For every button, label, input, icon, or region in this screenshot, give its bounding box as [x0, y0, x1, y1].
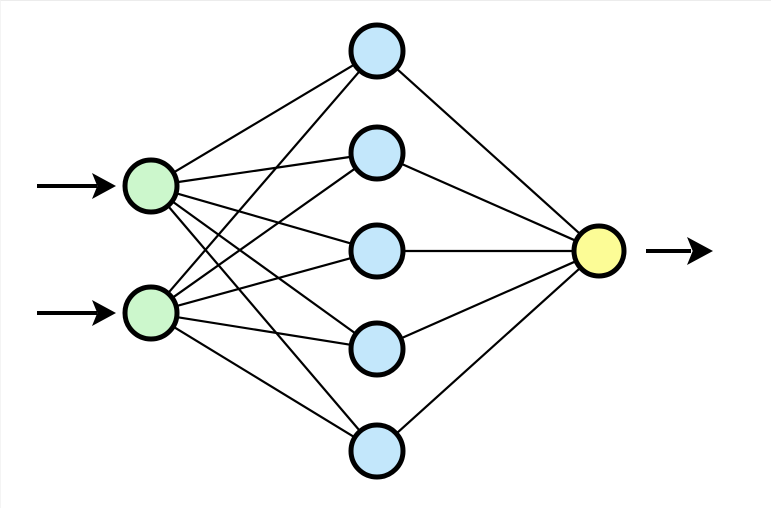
- edge-i2-h3: [174, 256, 354, 308]
- hidden-node-4[interactable]: [348, 320, 406, 378]
- edge-i1-h5: [166, 204, 362, 433]
- output-arrow-1-head-icon: [687, 237, 713, 265]
- input-arrow-2: [37, 300, 116, 326]
- hidden-node-5[interactable]: [348, 422, 406, 480]
- hidden-node-3[interactable]: [348, 222, 406, 280]
- hidden-layer: [348, 22, 406, 480]
- edge-h5-o1: [394, 266, 582, 436]
- edge-h1-o1: [394, 66, 582, 236]
- edge-i1-h4: [170, 199, 358, 336]
- edge-i2-h4: [175, 315, 353, 347]
- output-layer: [571, 223, 627, 279]
- edge-h4-o1: [399, 259, 578, 340]
- input-arrow-1: [37, 173, 116, 199]
- output-node-1[interactable]: [571, 223, 627, 279]
- input-arrow-1-head-icon: [92, 173, 116, 199]
- edge-i2-h5: [171, 325, 357, 439]
- input-layer: [122, 157, 180, 342]
- nodes-group: [122, 22, 627, 480]
- input-node-2[interactable]: [122, 284, 180, 342]
- input-arrow-2-head-icon: [92, 300, 116, 326]
- output-arrow-1: [646, 237, 713, 265]
- edges-group: [166, 62, 582, 439]
- edge-i1-h3: [174, 191, 354, 246]
- edge-i1-h2: [175, 155, 353, 184]
- hidden-node-2[interactable]: [348, 124, 406, 182]
- arrows-group: [37, 173, 713, 326]
- edge-h2-o1: [399, 162, 578, 243]
- hidden-node-1[interactable]: [348, 22, 406, 80]
- input-node-1[interactable]: [122, 157, 180, 215]
- edge-i2-h1: [166, 69, 362, 295]
- edge-i1-h1: [171, 62, 357, 175]
- edge-i2-h2: [170, 166, 358, 300]
